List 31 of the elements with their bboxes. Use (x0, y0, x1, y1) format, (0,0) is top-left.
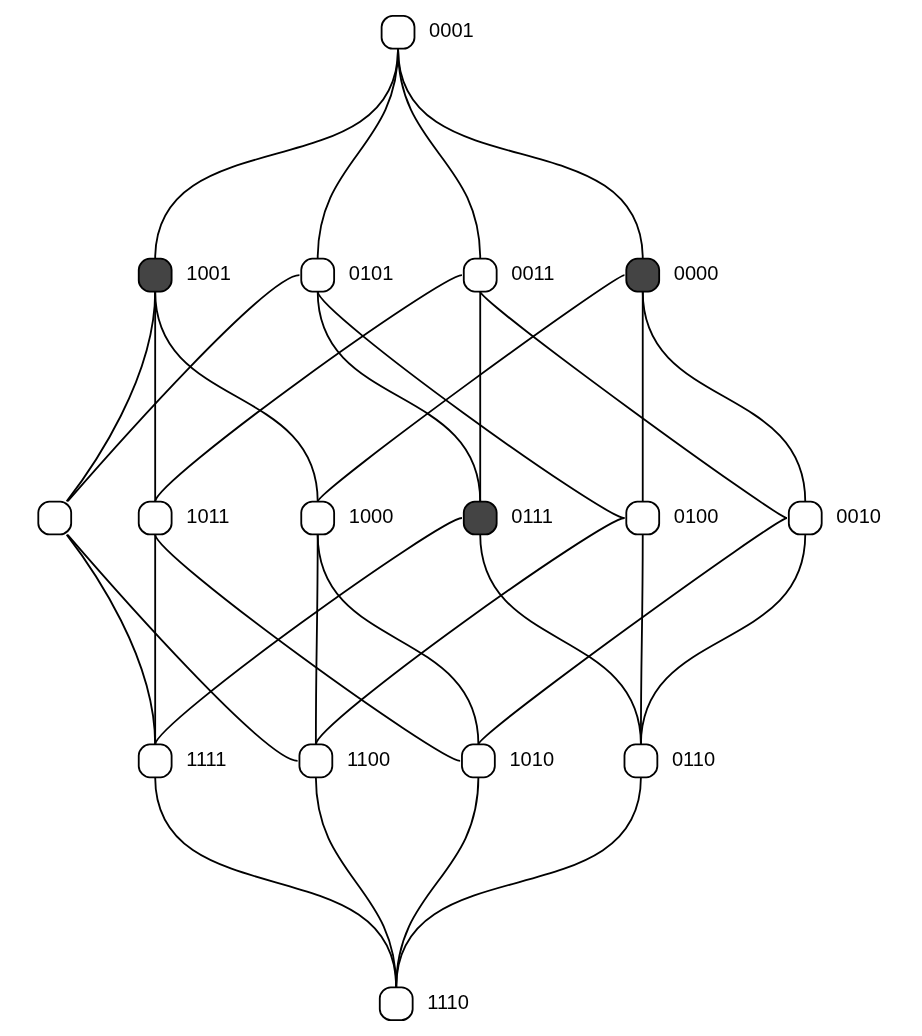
node-label: 1010 (508, 747, 554, 770)
connector (639, 533, 806, 746)
connector (478, 290, 788, 519)
node-label: 1110 (426, 990, 469, 1013)
connector (394, 776, 642, 989)
connector (66, 274, 300, 502)
node-label: 1000 (348, 505, 393, 528)
node-label: 0100 (673, 505, 718, 528)
connector (478, 290, 481, 503)
node-label: 0001 (428, 19, 474, 42)
node-label: 0111 (510, 505, 553, 528)
connector (314, 517, 625, 746)
connector (316, 290, 481, 503)
connector (476, 517, 788, 746)
node-label: 1001 (185, 262, 231, 285)
connector (153, 290, 319, 503)
node-label: 0101 (348, 262, 393, 285)
connector (65, 533, 156, 746)
connector (153, 274, 463, 503)
node-label: 0110 (671, 747, 715, 770)
node-label: 1011 (185, 505, 229, 528)
node-label: 1111 (185, 747, 226, 770)
node-label: 0010 (835, 505, 881, 528)
node-label: 0011 (510, 262, 554, 285)
node-label: 1100 (346, 747, 390, 770)
connector (396, 47, 644, 260)
connector (66, 534, 299, 762)
connector (316, 533, 479, 746)
connector (641, 290, 806, 503)
node-label: 0000 (673, 262, 718, 285)
connector (153, 533, 156, 746)
